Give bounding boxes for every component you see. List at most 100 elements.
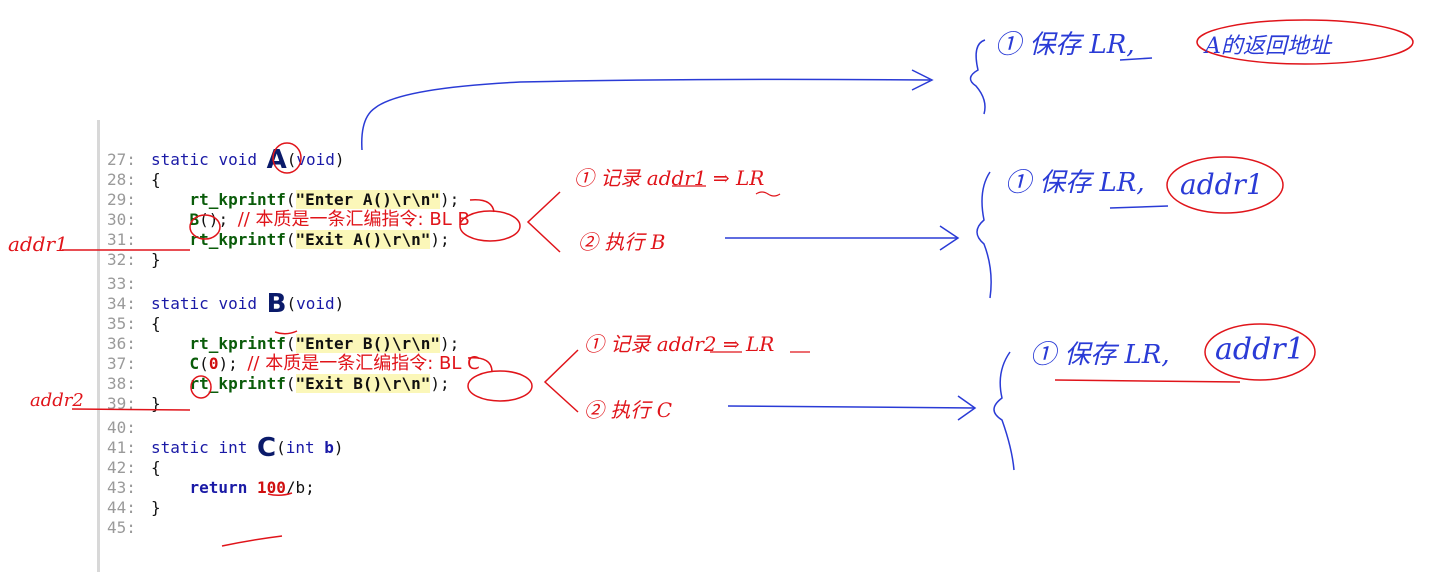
code-token: ) (333, 438, 344, 457)
code-token: "Enter A()\r\n" (295, 190, 440, 209)
code-token: { (151, 314, 161, 333)
code-line: 28: { (107, 170, 161, 190)
code-text: static void B(void) (151, 291, 345, 317)
code-line: 29: rt_kprintf("Enter A()\r\n"); (107, 190, 459, 210)
code-token: ( (285, 230, 296, 249)
line-number: 29: (107, 190, 136, 209)
code-line: 39:} (107, 394, 161, 414)
code-token: b (324, 438, 334, 457)
code-token: C (256, 433, 277, 463)
code-token: ( (286, 294, 297, 313)
code-line: 33: (107, 274, 151, 294)
code-token: ) (334, 150, 345, 169)
line-number: 37: (107, 354, 136, 373)
code-token: ); (430, 230, 450, 249)
line-number: 35: (107, 314, 136, 333)
code-token (151, 374, 190, 393)
code-text: static int C(int b) (151, 435, 344, 461)
code-token: "Exit B()\r\n" (295, 374, 431, 393)
code-line: 30: B(); // 本质是一条汇编指令: BL B (107, 210, 470, 230)
code-token: } (151, 394, 161, 413)
code-token: A (266, 145, 287, 175)
code-token: void (296, 294, 335, 313)
code-token: ( (285, 334, 296, 353)
code-token: // 本质是一条汇编指令: BL C (247, 353, 480, 374)
code-token: rt_kprintf (189, 190, 286, 209)
code-line: 43: return 100/b; (107, 478, 315, 498)
code-line: 41:static int C(int b) (107, 435, 344, 461)
code-token: /b; (285, 478, 315, 497)
code-text: } (151, 498, 161, 518)
code-token: ( (199, 354, 209, 373)
code-text: { (151, 458, 161, 478)
code-token: ( (286, 150, 297, 169)
code-token: 100 (256, 478, 286, 497)
code-line: 37: C(0); // 本质是一条汇编指令: BL C (107, 354, 480, 374)
code-token: int (218, 438, 257, 457)
line-number: 32: (107, 250, 136, 269)
code-token (151, 230, 190, 249)
code-token: B (266, 289, 287, 319)
code-token (151, 478, 190, 497)
code-token: { (151, 458, 161, 477)
code-token: static (151, 150, 219, 169)
code-line: 40: (107, 418, 151, 438)
code-token: (); (199, 210, 238, 229)
code-token: ) (334, 294, 345, 313)
line-number: 28: (107, 170, 136, 189)
line-number: 27: (107, 150, 136, 169)
code-token: ( (276, 438, 286, 457)
code-text: { (151, 314, 161, 334)
code-token: ( (285, 190, 296, 209)
code-line: 27:static void A(void) (107, 147, 345, 173)
line-number: 41: (107, 438, 136, 457)
code-line: 35: { (107, 314, 161, 334)
code-token: ); (430, 374, 450, 393)
line-number: 34: (107, 294, 136, 313)
line-number: 40: (107, 418, 136, 437)
line-number: 44: (107, 498, 136, 517)
line-number: 31: (107, 230, 136, 249)
code-text: } (151, 394, 161, 414)
code-text: } (151, 250, 161, 270)
code-token (151, 354, 190, 373)
line-number: 42: (107, 458, 136, 477)
code-text: rt_kprintf("Exit B()\r\n"); (151, 374, 450, 394)
line-number: 33: (107, 274, 136, 293)
code-token: "Enter B()\r\n" (295, 334, 440, 353)
code-token: ); (440, 334, 460, 353)
code-token: rt_kprintf (189, 374, 286, 393)
code-token (151, 210, 190, 229)
line-number: 45: (107, 518, 136, 537)
editor-gutter-divider (97, 120, 100, 572)
code-text: rt_kprintf("Exit A()\r\n"); (151, 230, 450, 250)
line-number: 38: (107, 374, 136, 393)
code-text: rt_kprintf("Enter B()\r\n"); (151, 334, 459, 354)
code-token: return (189, 478, 257, 497)
code-token: void (296, 150, 335, 169)
code-token: void (218, 150, 267, 169)
code-token: static (151, 438, 219, 457)
code-token: void (218, 294, 267, 313)
line-number: 36: (107, 334, 136, 353)
code-token: int (285, 438, 325, 457)
code-token: B (189, 210, 200, 229)
code-token: ); (218, 354, 248, 373)
code-line: 45: (107, 518, 151, 538)
code-token (151, 334, 190, 353)
code-token: { (151, 170, 161, 189)
line-number: 30: (107, 210, 136, 229)
code-token: } (151, 498, 161, 517)
code-line: 31: rt_kprintf("Exit A()\r\n"); (107, 230, 450, 250)
code-token: "Exit A()\r\n" (295, 230, 431, 249)
code-token: ); (440, 190, 460, 209)
code-line: 36: rt_kprintf("Enter B()\r\n"); (107, 334, 459, 354)
code-line: 44:} (107, 498, 161, 518)
code-line: 34:static void B(void) (107, 291, 345, 317)
code-line: 42: { (107, 458, 161, 478)
code-text: { (151, 170, 161, 190)
code-token: C (189, 354, 200, 373)
code-token: static (151, 294, 219, 313)
code-text: return 100/b; (151, 478, 315, 498)
